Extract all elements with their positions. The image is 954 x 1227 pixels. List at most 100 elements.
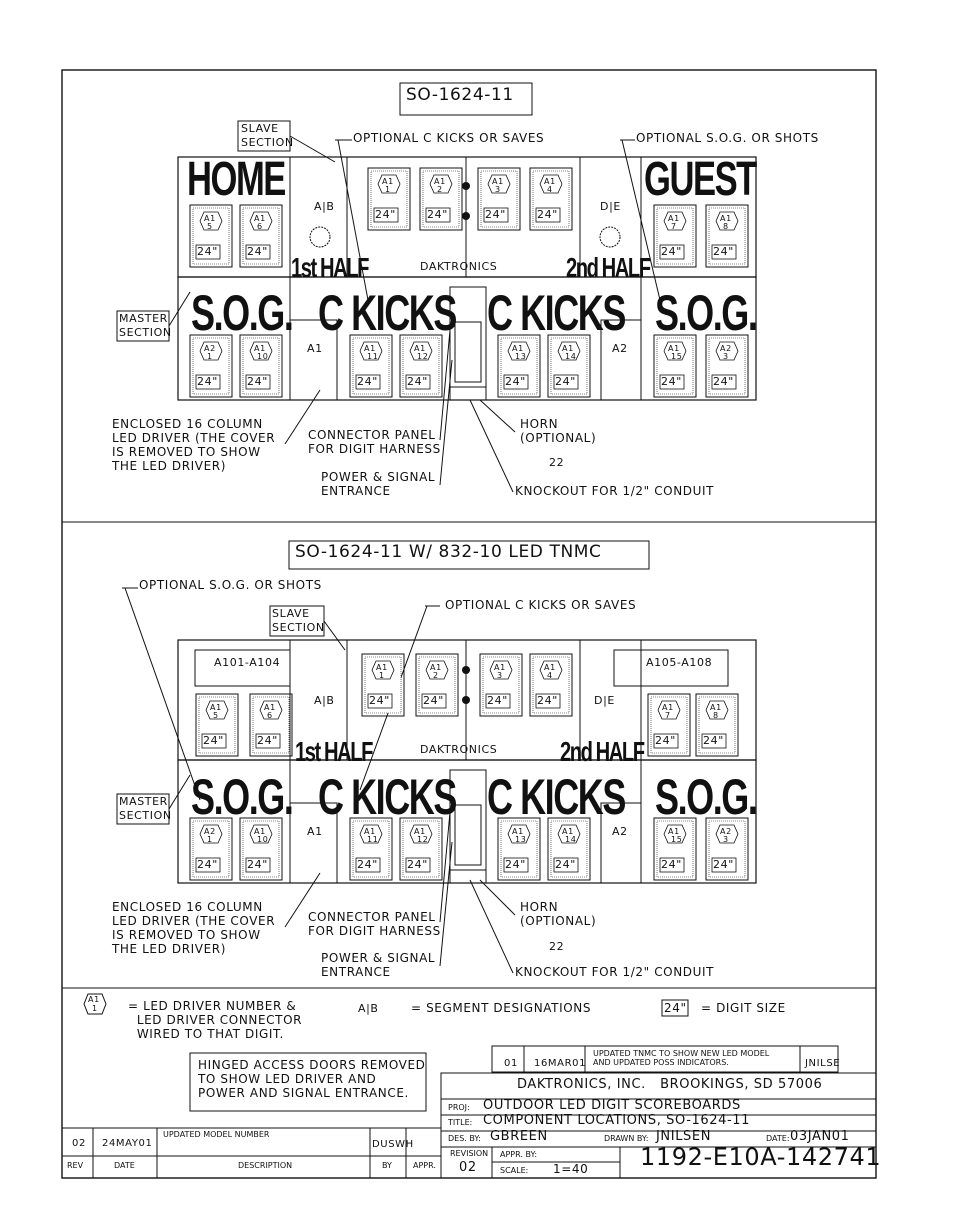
- top-digit-5-driver-a: A1: [544, 177, 556, 186]
- bottom-colon-1: [462, 666, 470, 674]
- top-lower-digit-7-driver-tag: [715, 341, 739, 361]
- bottom-connector-leader: [439, 811, 451, 923]
- bottom-knockout-leader: [469, 879, 514, 974]
- top-lower-digit-4-frame: [497, 334, 541, 398]
- top-digit-6-driver-n: 7: [671, 222, 677, 231]
- top-center-panel: [449, 286, 487, 388]
- bottom-lower-digit-7-size-box: [711, 857, 737, 873]
- bottom-lower-digit-0-size-box: [195, 857, 221, 873]
- top-lower-digit-2-driver-a: A1: [364, 344, 376, 353]
- top-lower-digit-2-size: 24": [357, 375, 378, 388]
- bottom-lower-digit-2-size: 24": [357, 858, 378, 871]
- top-first-half: 1st HALF: [291, 252, 369, 283]
- top-lower-digit-6-frame: [653, 334, 697, 398]
- bottom-big-label-1: C KICKS: [318, 769, 457, 825]
- bottom-a1-label: A1: [307, 825, 323, 838]
- bottom-digit-5-driver-tag: [539, 660, 563, 680]
- bottom-lower-digit-7-size: 24": [713, 858, 734, 871]
- bottom-lower-digit-6-driver-n: 15: [671, 835, 683, 844]
- top-digit-6-size-box: [659, 244, 685, 260]
- top-lower-digit-1-size: 24": [247, 375, 268, 388]
- bottom-digit-0-size-box: [201, 733, 227, 749]
- bottom-note-horn: HORN (OPTIONAL): [520, 900, 597, 928]
- top-lower-digit-1-frame: [239, 334, 283, 398]
- bottom-digit-4-driver-a: A1: [494, 663, 506, 672]
- bottom-brand: DAKTRONICS: [420, 743, 498, 756]
- bottom-lower-digit-1-driver-a: A1: [254, 827, 266, 836]
- bottom-driver-leader: [284, 872, 321, 928]
- bottom-digit-7-size-box: [701, 733, 727, 749]
- top-digit-2-driver-n: 1: [385, 185, 391, 194]
- bottom-lower-digit-6-driver-tag: [663, 824, 687, 844]
- bottom-lower-digit-2-driver-n: 11: [367, 835, 379, 844]
- top-lower-digit-4-size: 24": [505, 375, 526, 388]
- top-a1-label: A1: [307, 342, 323, 355]
- bottom-lower-digit-0-driver-a: A2: [204, 827, 216, 836]
- top-digit-4-size-box: [483, 207, 509, 223]
- top-note-driver: ENCLOSED 16 COLUMN LED DRIVER (THE COVER…: [112, 417, 276, 473]
- top-slave-leader: [289, 135, 336, 163]
- bottom-lower-digit-7-driver-n: 3: [723, 835, 729, 844]
- bottom-tnmc-left: [194, 649, 291, 687]
- top-lower-digit-0-driver-n: 1: [207, 352, 213, 361]
- proj-label: PROJ:: [448, 1103, 470, 1112]
- rev01-date: 16MAR01: [534, 1058, 587, 1069]
- bottom-digit-6-driver-tag: [657, 700, 681, 720]
- top-note-power: POWER & SIGNAL ENTRANCE: [321, 470, 436, 498]
- top-lower-digit-0-size-box: [195, 374, 221, 390]
- bottom-lower-digit-0-driver-n: 1: [207, 835, 213, 844]
- bottom-digit-4-size-box: [485, 693, 511, 709]
- title-label: TITLE:: [448, 1118, 473, 1127]
- bottom-digit-3-driver-tag: [425, 660, 449, 680]
- top-digit-6-frame: [653, 204, 697, 268]
- bottom-digit-1-driver-a: A1: [264, 703, 276, 712]
- top-digit-7-driver-tag: [715, 211, 739, 231]
- top-lower-digit-1-size-box: [245, 374, 271, 390]
- bottom-digit-3-driver-a: A1: [430, 663, 442, 672]
- top-digit-2-size-box: [373, 207, 399, 223]
- bottom-note-connector: CONNECTOR PANEL FOR DIGIT HARNESS: [308, 910, 441, 938]
- top-lower-digit-4-size-box: [503, 374, 529, 390]
- legend-segment-def: = SEGMENT DESIGNATIONS: [411, 1001, 592, 1015]
- drawn-by: JNILSEN: [656, 1129, 712, 1144]
- top-lower-digit-5-frame: [547, 334, 591, 398]
- top-digit-2-frame: [367, 167, 411, 231]
- top-lower-digit-0-driver-tag: [199, 341, 223, 361]
- bottom-lower-digit-4-driver-n: 13: [515, 835, 527, 844]
- bottom-digit-5-driver-n: 4: [547, 671, 553, 680]
- rev01-rev: 01: [504, 1058, 518, 1069]
- top-digit-3-frame: [419, 167, 463, 231]
- bottom-slave-label: SLAVE SECTION: [272, 607, 325, 634]
- bottom-lower-digit-0-size: 24": [197, 858, 218, 871]
- top-digit-1-driver-n: 6: [257, 222, 263, 231]
- top-digit-4-driver-a: A1: [492, 177, 504, 186]
- top-note-knockout: KNOCKOUT FOR 1/2" CONDUIT: [515, 484, 715, 498]
- top-lower-digit-3-driver-n: 12: [417, 352, 429, 361]
- top-lower-digit-3-frame: [399, 334, 443, 398]
- top-digit-4-frame: [477, 167, 521, 231]
- bottom-digit-3-size: 24": [423, 694, 444, 707]
- bottom-title: SO-1624-11 W/ 832-10 LED TNMC: [295, 542, 602, 562]
- top-lower-row: [177, 276, 757, 401]
- top-lower-digit-3-size-box: [405, 374, 431, 390]
- bottom-lower-digit-5-face: [550, 820, 588, 878]
- top-digit-4-size: 24": [485, 208, 506, 221]
- top-digit-3-driver-a: A1: [434, 177, 446, 186]
- bottom-lower-digit-7-driver-tag: [715, 824, 739, 844]
- top-colon-2: [462, 212, 470, 220]
- top-master-leader: [168, 291, 191, 327]
- bottom-lower-digit-4-frame: [497, 817, 541, 881]
- bottom-lower-digit-5-size: 24": [555, 858, 576, 871]
- proj: OUTDOOR LED DIGIT SCOREBOARDS: [483, 1098, 741, 1113]
- bottom-note-driver: ENCLOSED 16 COLUMN LED DRIVER (THE COVER…: [112, 900, 276, 956]
- bottom-digit-6-driver-a: A1: [662, 703, 674, 712]
- revision: 02: [459, 1160, 477, 1175]
- top-optional-sog: OPTIONAL S.O.G. OR SHOTS: [636, 131, 819, 145]
- top-lower-digit-5-driver-n: 14: [565, 352, 577, 361]
- bottom-digit-3-driver-n: 2: [433, 671, 439, 680]
- bottom-lower-digit-1-driver-tag: [249, 824, 273, 844]
- top-digit-0-driver-n: 5: [207, 222, 213, 231]
- bottom-sog-leader: [124, 587, 201, 801]
